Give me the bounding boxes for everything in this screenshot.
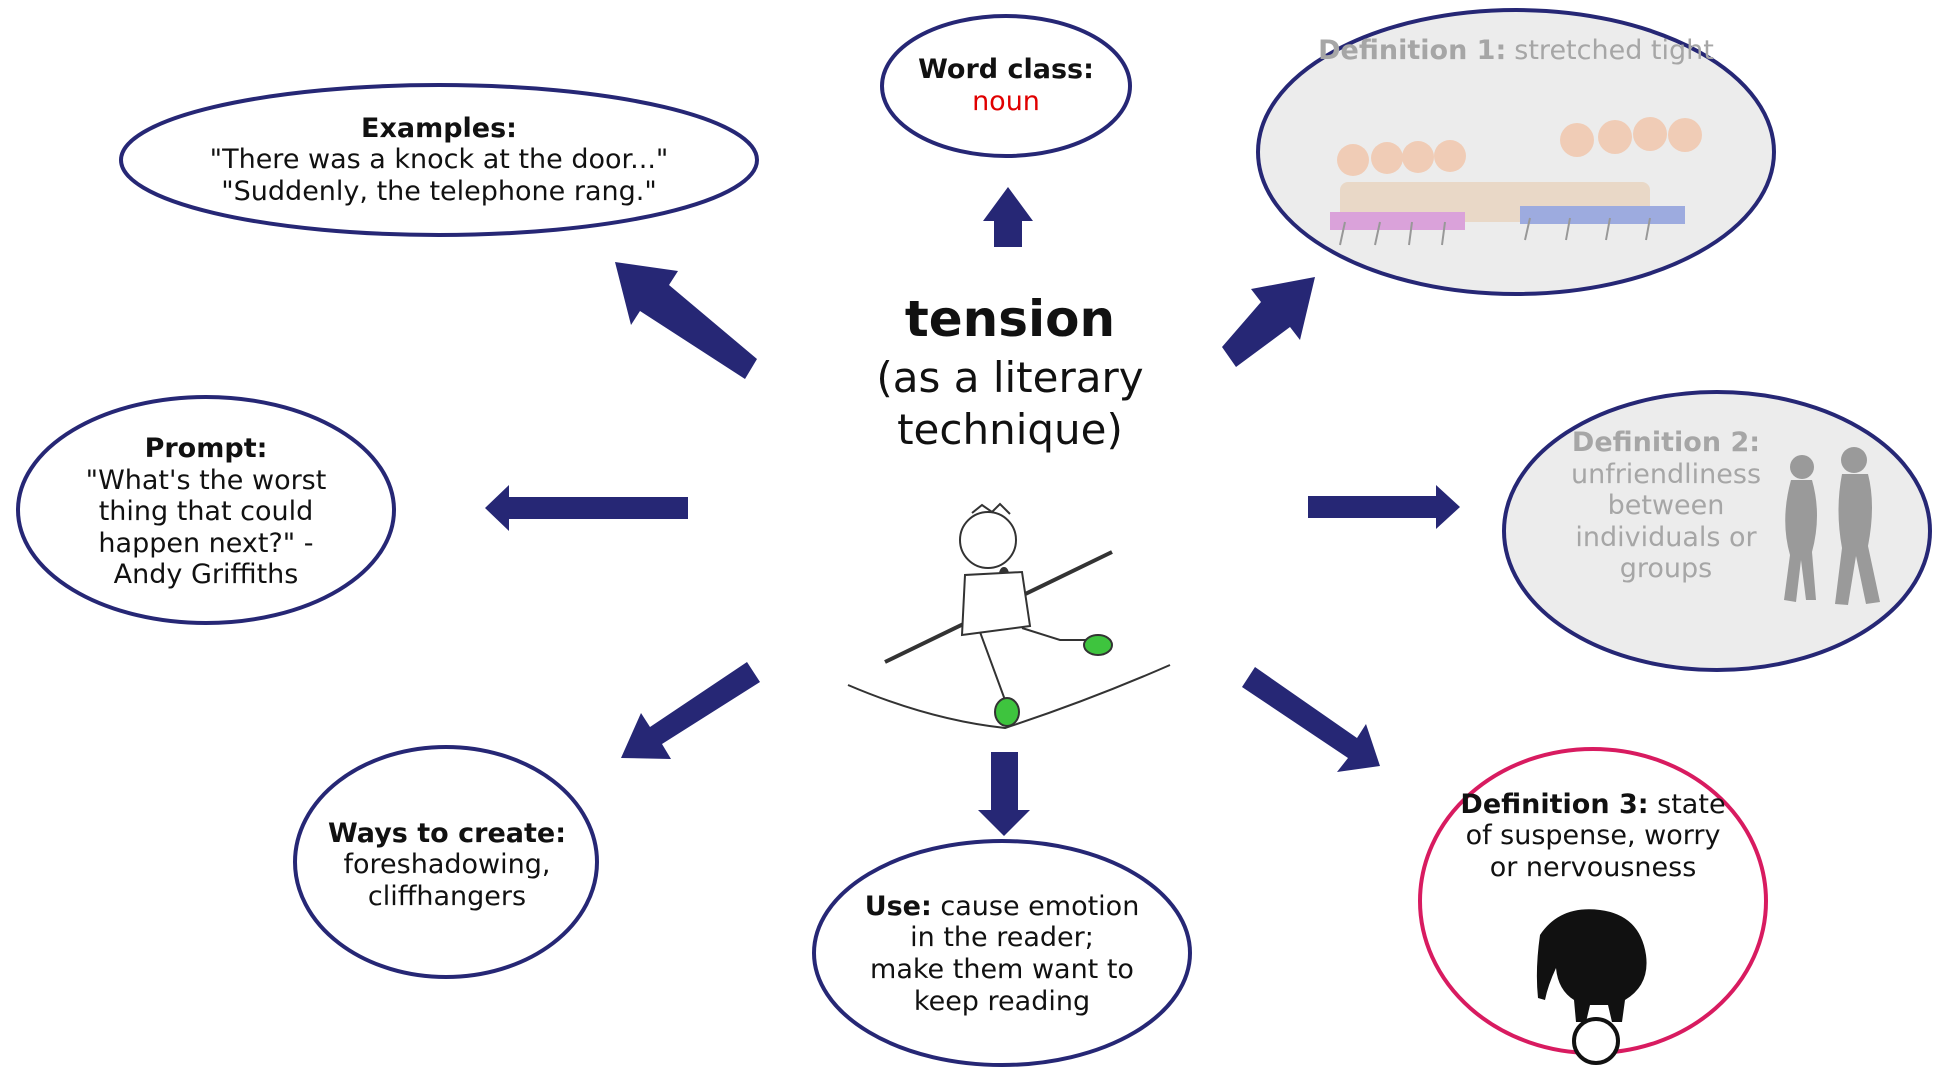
arrow-down-left [621,662,760,759]
definition2-line2: between [1607,490,1725,522]
use-line4: keep reading [913,985,1091,1017]
use-label: Use: [864,890,932,922]
definition3-line1: Definition 3: state [1460,789,1725,821]
examples-label: Examples: [361,112,517,144]
definition2-line3: individuals or [1575,521,1757,553]
definition3-line2: of suspense, worry [1465,820,1721,852]
definition2-line1: unfriendliness [1570,458,1762,490]
definition1-text: stretched tight [1514,35,1714,67]
central-title: tension [904,290,1116,348]
definition1-bubble: Definition 1: stretched tight [1296,33,1736,69]
ways-line1: foreshadowing, [343,849,551,881]
prompt-line2: thing that could [98,496,314,528]
arrow-up [983,187,1033,247]
prompt-bubble: Prompt: "What's the worst thing that cou… [56,430,356,594]
prompt-ellipse [16,395,396,625]
definition1-label: Definition 1: [1318,35,1507,67]
definition2-ellipse [1502,390,1932,672]
word-class-bubble: Word class: noun [890,46,1122,126]
ways-label: Ways to create: [327,817,566,849]
use-bubble: Use: cause emotion in the reader; make t… [857,889,1147,1019]
use-line1-rest: cause emotion [940,890,1140,922]
use-ellipse [812,839,1192,1067]
central-subtitle: (as a literary technique) [740,352,1280,456]
central-subtitle-line2: technique) [897,405,1123,455]
definition2-label: Definition 2: [1571,427,1761,459]
prompt-label: Prompt: [144,433,268,465]
examples-line2: "Suddenly, the telephone rang." [221,175,657,207]
arrow-left [485,485,688,531]
word-class-label: Word class: [918,54,1094,86]
ways-bubble: Ways to create: foreshadowing, cliffhang… [322,815,572,915]
ways-ellipse [293,745,599,979]
prompt-line1: "What's the worst [85,464,327,496]
use-line2: in the reader; [910,922,1094,954]
definition2-line4: groups [1619,553,1713,585]
definition3-line1-rest: state [1657,788,1726,820]
examples-bubble: Examples: "There was a knock at the door… [140,110,738,210]
central-subtitle-line1: (as a literary [876,353,1144,402]
examples-ellipse [119,83,759,237]
definition2-bubble: Definition 2: unfriendliness between ind… [1556,424,1776,588]
use-line3: make them want to [870,954,1134,985]
arrow-up-left [615,262,757,379]
tightrope-walker-icon [847,502,1171,730]
prompt-line3: happen next?" - [98,527,314,559]
ways-line2: cliffhangers [367,880,527,912]
silhouette-couple-icon [1784,447,1880,605]
use-line1: Use: cause emotion [865,891,1140,923]
arrow-down [978,752,1030,836]
prompt-line4: Andy Griffiths [113,559,299,591]
arrow-down-right [1242,667,1380,772]
arrow-up-right [1222,277,1315,367]
definition3-label: Definition 3: [1460,788,1649,820]
elephant-on-ball-icon [1536,909,1647,1065]
tug-of-war-icon [1330,117,1702,246]
word-class-ellipse [880,14,1132,158]
definition3-bubble: Definition 3: state of suspense, worry o… [1448,786,1738,886]
examples-line1: "There was a knock at the door..." [209,144,669,176]
word-class-value: noun [972,86,1040,117]
arrow-right [1308,485,1460,529]
definition3-line3: or nervousness [1489,851,1697,883]
